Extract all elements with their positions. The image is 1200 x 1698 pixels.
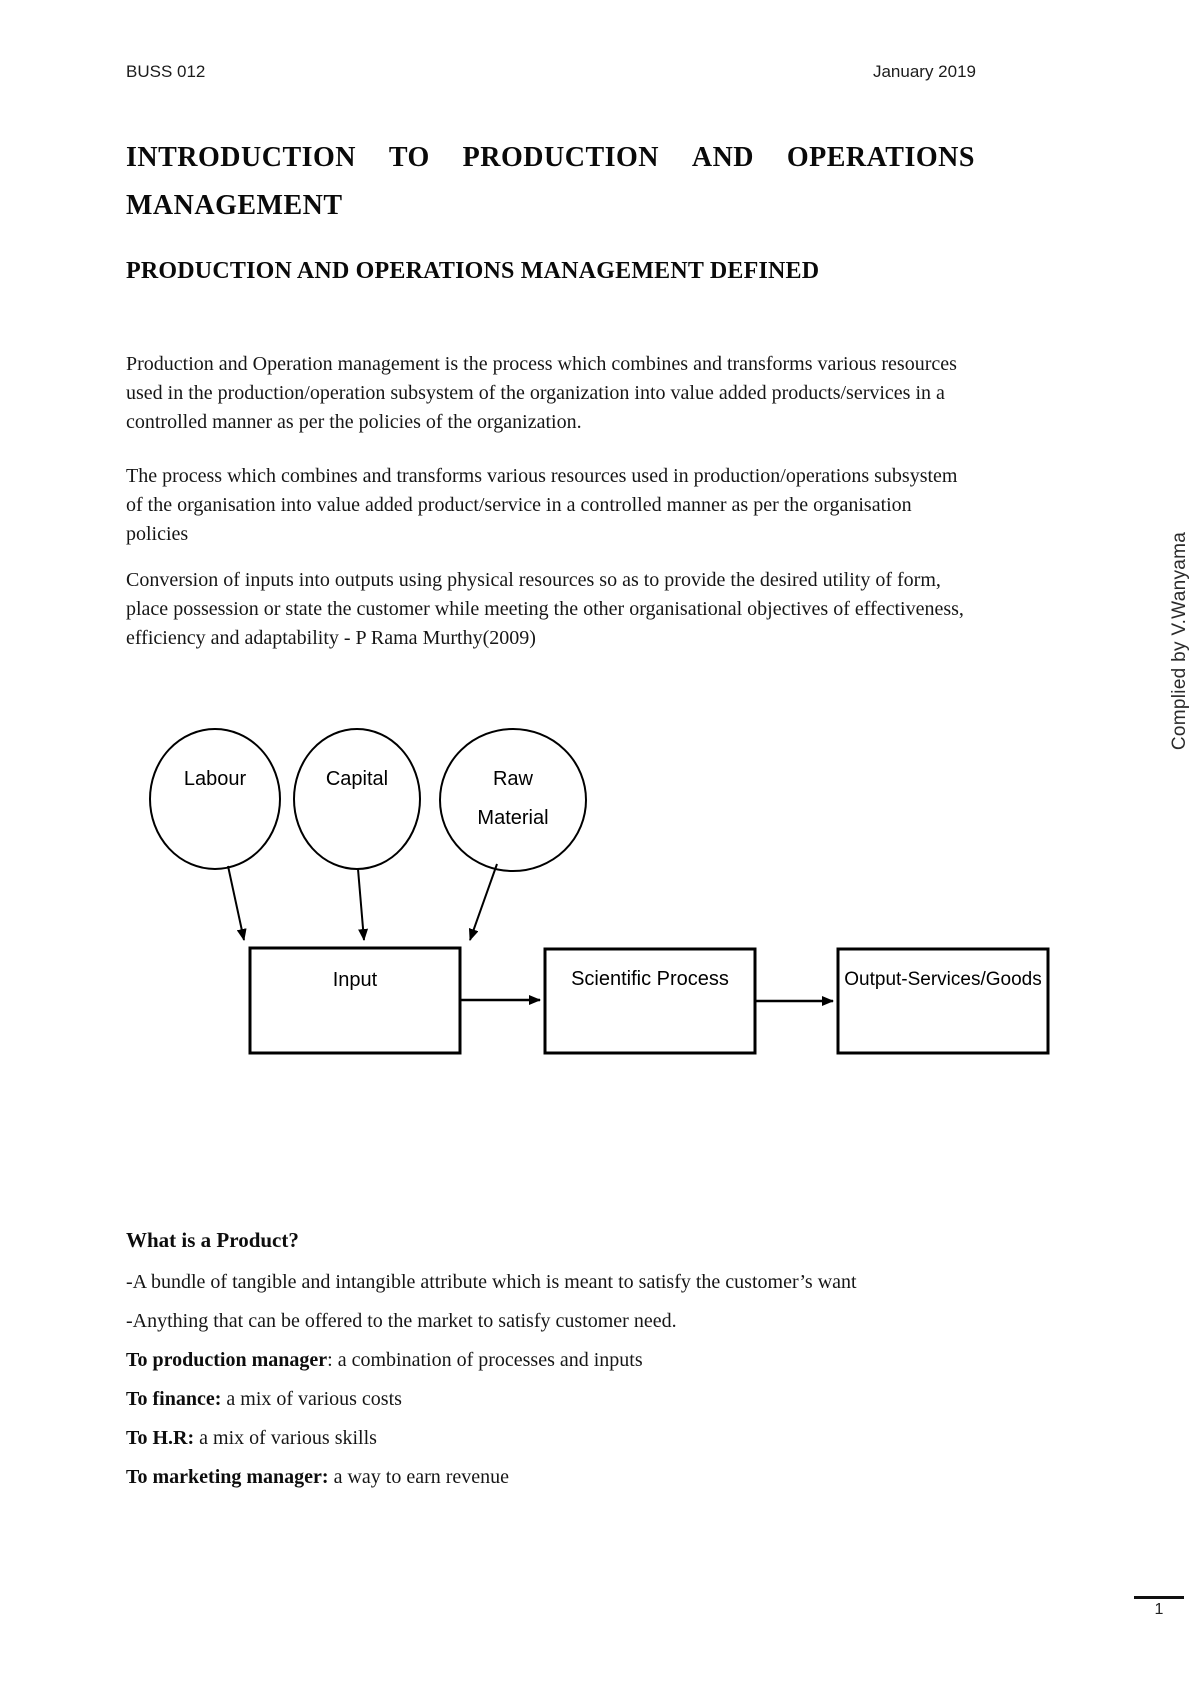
input-box: [248, 946, 462, 1055]
title-word: INTRODUCTION: [126, 142, 357, 173]
product-section-heading: What is a Product?: [126, 1228, 299, 1252]
capital-ellipse: [293, 728, 421, 870]
title-word: PRODUCTION: [462, 142, 660, 173]
course-code: BUSS 012: [126, 62, 206, 81]
title-word: OPERATIONS: [786, 142, 975, 173]
labour-label: Labour: [184, 768, 247, 790]
arrow-raw-material-to-input: [468, 863, 498, 941]
output-box: [836, 947, 1050, 1055]
labour-ellipse: [149, 728, 281, 870]
page-header: BUSS 012 January 2019: [126, 62, 976, 82]
arrow-labour-to-input: [227, 865, 247, 941]
raw-material-label-line2: Material: [477, 807, 548, 829]
page-title-line2: MANAGEMENT: [126, 190, 343, 221]
page-number: 1: [1154, 1601, 1164, 1618]
scientific-process-box-label: Scientific Process: [571, 968, 729, 990]
paragraph-definition-2: The process which combines and transform…: [126, 465, 958, 545]
compiled-by-note: Complied by V.Wanyama: [1169, 531, 1190, 751]
raw-material-ellipse: [439, 728, 587, 872]
output-box-label: Output-Services/Goods: [844, 969, 1041, 990]
input-box-label: Input: [333, 969, 378, 991]
product-item: -Anything that can be offered to the mar…: [126, 1310, 677, 1332]
arrow-capital-to-input: [357, 868, 369, 941]
product-item: To finance: a mix of various costs: [126, 1388, 402, 1410]
paragraph-definition-1: Production and Operation management is t…: [126, 353, 957, 433]
capital-label: Capital: [326, 768, 388, 790]
title-word: TO: [388, 142, 430, 173]
product-item: To marketing manager: a way to earn reve…: [126, 1466, 510, 1488]
footer-rule: [1134, 1596, 1184, 1599]
product-item: -A bundle of tangible and intangible att…: [126, 1271, 857, 1293]
header-date: January 2019: [872, 62, 976, 81]
raw-material-label-line1: Raw: [493, 768, 534, 790]
product-item: To production manager: a combination of …: [126, 1349, 643, 1371]
page-title-line1: INTRODUCTION TO PRODUCTION AND OPERATION…: [126, 142, 975, 174]
title-word: AND: [691, 142, 755, 173]
paragraph-definition-3: Conversion of inputs into outputs using …: [126, 569, 964, 649]
section-subtitle: PRODUCTION AND OPERATIONS MANAGEMENT DEF…: [126, 258, 820, 284]
scientific-process-box: [543, 947, 757, 1055]
product-item: To H.R: a mix of various skills: [126, 1427, 377, 1449]
product-definition-list: -A bundle of tangible and intangible att…: [126, 1268, 978, 1502]
production-process-diagram: Labour Capital Raw Material Input Scient…: [149, 728, 1050, 1055]
